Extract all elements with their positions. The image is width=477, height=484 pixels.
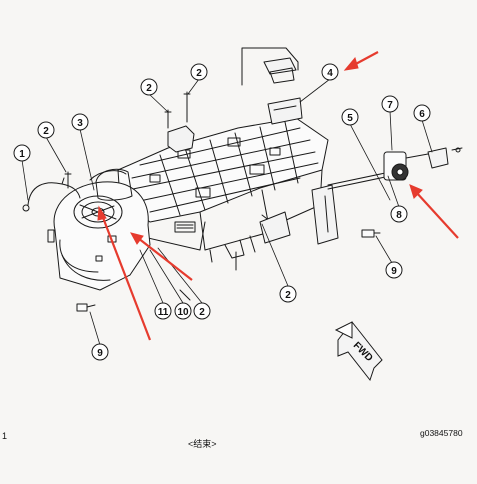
blower-motor	[95, 168, 133, 201]
callout-9-a: 9	[385, 261, 403, 279]
callout-6: 6	[413, 104, 431, 122]
mount-bracket	[167, 125, 195, 153]
svg-text:10: 10	[177, 307, 189, 318]
callout-2-c: 2	[190, 63, 208, 81]
svg-text:7: 7	[387, 100, 393, 111]
callout-1: 1	[13, 144, 31, 162]
blower-housing	[47, 170, 151, 291]
svg-text:3: 3	[77, 118, 83, 129]
linkage-parts	[383, 147, 463, 181]
callout-3: 3	[71, 113, 89, 131]
svg-text:2: 2	[196, 68, 202, 79]
control-rod	[327, 171, 391, 190]
arrow-to-part-8	[409, 184, 459, 239]
svg-text:9: 9	[97, 348, 103, 359]
arrow-to-blower-b	[130, 232, 193, 281]
callout-2-d: 2	[279, 285, 297, 303]
svg-text:2: 2	[43, 126, 49, 137]
arrow-to-part-4	[343, 51, 379, 71]
svg-text:2: 2	[285, 290, 291, 301]
svg-text:4: 4	[327, 68, 333, 79]
callout-9-b: 9	[91, 343, 109, 361]
actuator-module	[241, 47, 303, 125]
arrow-to-blower-a	[97, 205, 152, 341]
svg-text:8: 8	[396, 210, 402, 221]
fwd-direction-marker: FWD	[334, 321, 383, 382]
svg-text:5: 5	[347, 113, 353, 124]
callout-2-a: 2	[37, 121, 55, 139]
screw-parts	[64, 91, 237, 301]
callout-2-b: 2	[140, 78, 158, 96]
callout-2-e: 2	[193, 302, 211, 320]
clip-parts	[76, 229, 381, 312]
svg-text:1: 1	[19, 149, 25, 160]
callout-7: 7	[381, 95, 399, 113]
callout-10: 10	[174, 302, 192, 320]
svg-text:6: 6	[419, 109, 425, 120]
annotation-arrows	[97, 51, 459, 341]
svg-text:2: 2	[199, 307, 205, 318]
svg-text:11: 11	[158, 307, 169, 318]
callout-8: 8	[390, 205, 408, 223]
svg-text:9: 9	[391, 266, 397, 277]
figure-id: g03845780	[420, 428, 463, 438]
wire-harness	[22, 177, 81, 212]
callouts: 1 2 2 2 2 2 3 4 5 6 7 8 9 9 10 11	[13, 63, 431, 361]
callout-5: 5	[341, 108, 359, 126]
callout-11: 11	[154, 302, 172, 320]
svg-text:2: 2	[146, 83, 152, 94]
footer-left-text: 1	[2, 431, 8, 441]
callout-4: 4	[321, 63, 339, 81]
hvac-housing	[117, 117, 339, 263]
leader-lines	[21, 78, 433, 346]
footer-end-marker: <结束>	[188, 439, 217, 449]
